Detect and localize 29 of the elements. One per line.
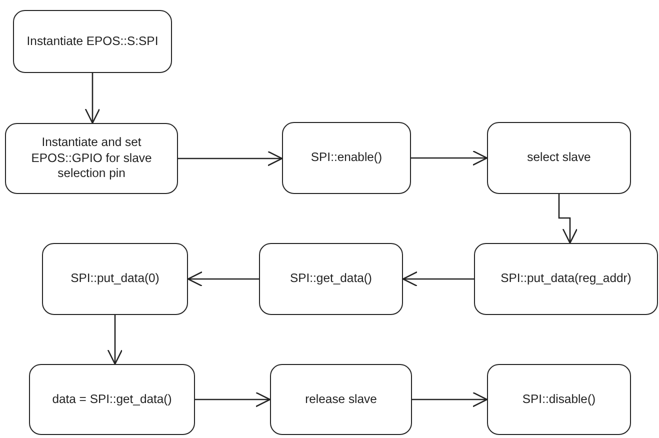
arrow (107, 315, 123, 365)
step-label: SPI::enable() (310, 150, 382, 166)
process-box (42, 243, 188, 315)
process-box (487, 364, 631, 435)
arrow (412, 392, 488, 408)
step-label: SPI::disable() (522, 392, 596, 408)
step-label: release slave (305, 392, 377, 408)
arrow (402, 271, 474, 287)
process-box (13, 10, 172, 73)
step-label: SPI::get_data() (290, 271, 372, 287)
process-box (259, 243, 403, 315)
arrow (195, 392, 271, 408)
step-label: select slave (527, 150, 591, 166)
step-label: Instantiate EPOS::S:SPI (26, 34, 158, 50)
step-label: SPI::put_data(0) (70, 271, 160, 287)
process-box (29, 364, 195, 435)
arrow (558, 194, 578, 244)
step-label: Instantiate and set EPOS::GPIO for slave selection pin (30, 134, 153, 182)
process-box (487, 122, 631, 194)
step-label: data = SPI::get_data() (52, 392, 172, 408)
step-label: SPI::put_data(reg_addr) (500, 271, 632, 287)
arrow (178, 150, 283, 166)
process-box (282, 122, 411, 194)
arrow (187, 271, 259, 287)
process-box (474, 243, 658, 315)
arrow (84, 73, 100, 124)
process-box (5, 123, 178, 194)
arrow (411, 150, 488, 166)
process-box (270, 364, 412, 435)
